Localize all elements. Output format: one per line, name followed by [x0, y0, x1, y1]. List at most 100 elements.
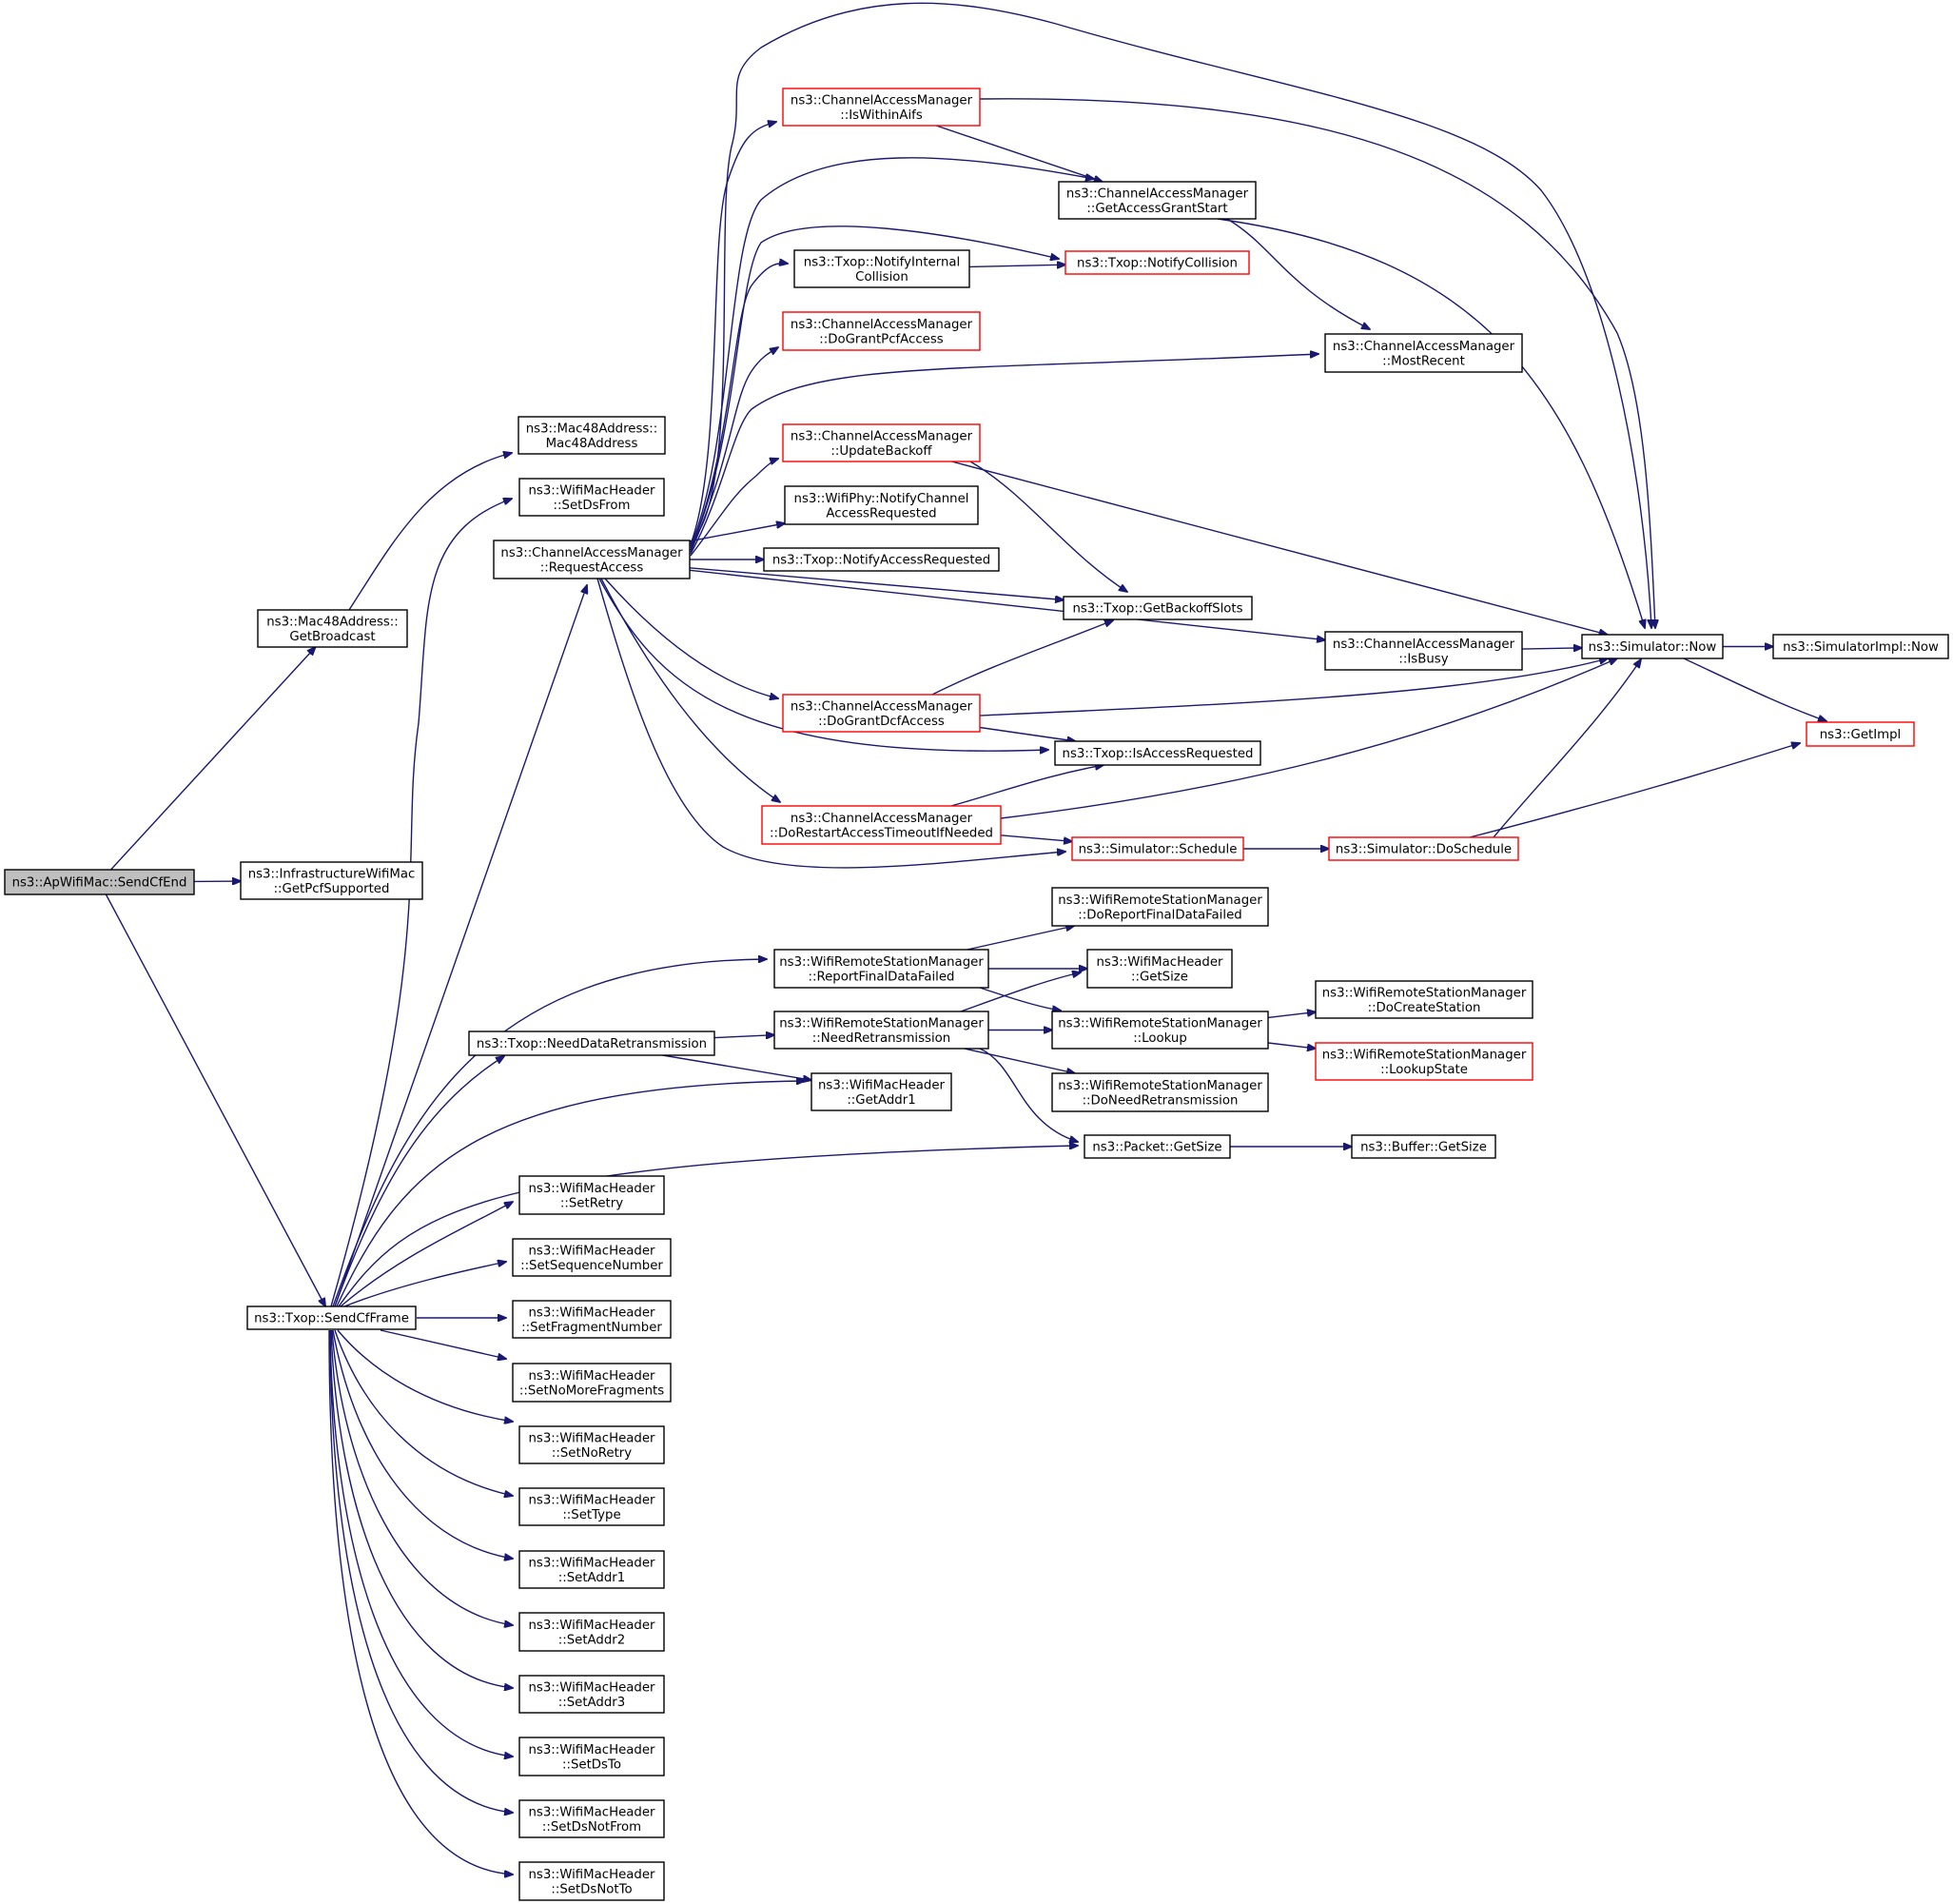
node-sendcfend[interactable]: ns3::ApWifiMac::SendCfEnd	[4, 869, 195, 895]
node-notifychannel[interactable]: ns3::WifiPhy::NotifyChannelAccessRequest…	[784, 485, 979, 525]
node-updatebackoff[interactable]: ns3::ChannelAccessManager::UpdateBackoff	[782, 423, 981, 462]
node-doschedule[interactable]: ns3::Simulator::DoSchedule	[1328, 836, 1519, 861]
node-needretx[interactable]: ns3::WifiRemoteStationManager::NeedRetra…	[773, 1011, 989, 1050]
node-label: ns3::ChannelAccessManager	[791, 318, 973, 332]
node-getaddr1[interactable]: ns3::WifiMacHeader::GetAddr1	[810, 1072, 952, 1111]
node-pktgetsize[interactable]: ns3::Packet::GetSize	[1084, 1134, 1231, 1159]
node-now[interactable]: ns3::Simulator::Now	[1581, 634, 1724, 659]
node-box	[518, 1487, 665, 1526]
node-sendcfframe[interactable]: ns3::Txop::SendCfFrame	[246, 1305, 417, 1330]
edge-sendcfframe-to-setseq	[343, 1262, 506, 1307]
node-box	[1064, 250, 1250, 275]
node-label: ::UpdateBackoff	[830, 444, 932, 459]
node-box	[518, 1799, 665, 1838]
node-label: Mac48Address	[546, 437, 638, 451]
edge-sendcfframe-to-setretry	[340, 1202, 513, 1307]
edge-requestaccess-to-notifychannel	[689, 523, 785, 542]
edge-needretx-to-pktgetsize	[979, 1048, 1078, 1142]
node-isaccessrequested[interactable]: ns3::Txop::IsAccessRequested	[1054, 740, 1261, 766]
node-setdsnotto[interactable]: ns3::WifiMacHeader::SetDsNotTo	[518, 1861, 665, 1901]
node-requestaccess[interactable]: ns3::ChannelAccessManager::RequestAccess	[493, 540, 691, 579]
node-notifycollision[interactable]: ns3::Txop::NotifyCollision	[1064, 250, 1250, 275]
node-label: ns3::WifiMacHeader	[528, 1431, 655, 1445]
node-label: ::GetPcfSupported	[274, 882, 390, 896]
node-setaddr3[interactable]: ns3::WifiMacHeader::SetAddr3	[518, 1675, 665, 1714]
node-box	[782, 423, 981, 462]
node-getpcf[interactable]: ns3::InfrastructureWifiMac::GetPcfSuppor…	[240, 861, 423, 900]
node-box	[1581, 634, 1724, 659]
node-setseq[interactable]: ns3::WifiMacHeader::SetSequenceNumber	[512, 1238, 672, 1277]
node-getbackoffslots[interactable]: ns3::Txop::GetBackoffSlots	[1063, 596, 1253, 620]
node-label: ns3::WifiRemoteStationManager	[779, 1016, 984, 1031]
node-label: ::SetSequenceNumber	[520, 1259, 663, 1273]
edge-sendcfframe-to-pktgetsize	[338, 1146, 1078, 1307]
node-needdataretx[interactable]: ns3::Txop::NeedDataRetransmission	[468, 1031, 715, 1056]
edge-getaccessgrant-to-mostrecent	[1226, 218, 1370, 329]
node-label: ns3::ChannelAccessManager	[1333, 638, 1515, 652]
edge-needdataretx-to-needretx	[713, 1035, 774, 1038]
node-box	[1328, 836, 1519, 861]
node-lookup[interactable]: ns3::WifiRemoteStationManager::Lookup	[1051, 1011, 1269, 1050]
edge-now-to-getimpl	[1683, 658, 1826, 721]
node-lookupstate[interactable]: ns3::WifiRemoteStationManager::LookupSta…	[1315, 1042, 1533, 1081]
node-mac48[interactable]: ns3::Mac48Address::Mac48Address	[518, 416, 666, 455]
node-label: ::ReportFinalDataFailed	[808, 970, 954, 984]
node-mostrecent[interactable]: ns3::ChannelAccessManager::MostRecent	[1324, 333, 1523, 373]
node-box	[1315, 1042, 1533, 1081]
node-label: ns3::WifiMacHeader	[528, 1868, 655, 1882]
edge-doschedule-to-getimpl	[1469, 743, 1800, 838]
edge-sendcfframe-to-setdsnotto	[328, 1329, 513, 1875]
node-setdsnotfrom[interactable]: ns3::WifiMacHeader::SetDsNotFrom	[518, 1799, 665, 1838]
edge-reportfinal-to-doreportfinal	[967, 926, 1075, 951]
node-label: ::SetAddr2	[558, 1633, 625, 1647]
node-getaccessgrant[interactable]: ns3::ChannelAccessManager::GetAccessGran…	[1058, 181, 1257, 220]
nodes-layer: ns3::ApWifiMac::SendCfEnd ns3::Mac48Addre…	[4, 88, 1949, 1901]
node-doreportfinal[interactable]: ns3::WifiRemoteStationManager::DoReportF…	[1051, 887, 1269, 927]
node-setnomorefrag[interactable]: ns3::WifiMacHeader::SetNoMoreFragments	[512, 1363, 672, 1403]
node-setaddr1[interactable]: ns3::WifiMacHeader::SetAddr1	[518, 1550, 665, 1589]
node-label: ::IsBusy	[1398, 652, 1448, 666]
node-hdrgetsize[interactable]: ns3::WifiMacHeader::GetSize	[1086, 949, 1233, 989]
node-notifyaccess[interactable]: ns3::Txop::NotifyAccessRequested	[763, 547, 1000, 572]
node-label: ns3::ApWifiMac::SendCfEnd	[12, 876, 187, 891]
node-label: ns3::WifiRemoteStationManager	[1058, 893, 1262, 908]
node-dorestart[interactable]: ns3::ChannelAccessManager::DoRestartAcce…	[761, 805, 1002, 845]
node-label: ::LookupState	[1380, 1063, 1468, 1077]
node-isbusy[interactable]: ns3::ChannelAccessManager::IsBusy	[1324, 631, 1523, 671]
node-schedule[interactable]: ns3::Simulator::Schedule	[1071, 836, 1244, 861]
node-settype[interactable]: ns3::WifiMacHeader::SetType	[518, 1487, 665, 1526]
node-setretry[interactable]: ns3::WifiMacHeader::SetRetry	[518, 1175, 665, 1215]
edge-getaccessgrant-to-now	[1217, 218, 1645, 628]
node-label: ns3::WifiMacHeader	[528, 1680, 655, 1695]
node-dogrant_pcf[interactable]: ns3::ChannelAccessManager::DoGrantPcfAcc…	[782, 311, 981, 351]
node-getbroadcast[interactable]: ns3::Mac48Address::GetBroadcast	[257, 609, 408, 648]
node-label: ns3::WifiMacHeader	[1096, 955, 1223, 970]
node-implnow[interactable]: ns3::SimulatorImpl::Now	[1772, 634, 1949, 659]
node-box	[518, 1175, 665, 1215]
node-setdsto[interactable]: ns3::WifiMacHeader::SetDsTo	[518, 1737, 665, 1776]
node-dogrant_dcf[interactable]: ns3::ChannelAccessManager::DoGrantDcfAcc…	[782, 694, 981, 733]
node-box	[518, 1612, 665, 1652]
node-setaddr2[interactable]: ns3::WifiMacHeader::SetAddr2	[518, 1612, 665, 1652]
node-label: ns3::Mac48Address::	[526, 422, 658, 436]
node-label: ns3::WifiRemoteStationManager	[1058, 1016, 1262, 1031]
node-docreatestation[interactable]: ns3::WifiRemoteStationManager::DoCreateS…	[1315, 980, 1533, 1019]
node-iswithinaifs[interactable]: ns3::ChannelAccessManager::IsWithinAifs	[782, 88, 981, 127]
node-label: ns3::GetImpl	[1820, 728, 1901, 742]
node-box	[518, 1550, 665, 1589]
node-label: ::DoGrantDcfAccess	[818, 715, 945, 729]
node-setnoretry[interactable]: ns3::WifiMacHeader::SetNoRetry	[518, 1425, 665, 1464]
node-setdsfrom[interactable]: ns3::WifiMacHeader::SetDsFrom	[518, 478, 665, 517]
node-getimpl[interactable]: ns3::GetImpl	[1806, 721, 1915, 747]
edge-sendcfframe-to-reportfinal	[332, 959, 767, 1307]
node-reportfinal[interactable]: ns3::WifiRemoteStationManager::ReportFin…	[773, 949, 989, 989]
node-doneedretx[interactable]: ns3::WifiRemoteStationManager::DoNeedRet…	[1051, 1072, 1269, 1112]
node-label: ns3::WifiMacHeader	[528, 1619, 655, 1633]
edge-lookup-to-docreatestation	[1267, 1012, 1316, 1019]
node-setfrag[interactable]: ns3::WifiMacHeader::SetFragmentNumber	[512, 1300, 672, 1339]
node-label: ns3::WifiRemoteStationManager	[1058, 1079, 1262, 1093]
node-label: ::SetDsTo	[562, 1757, 621, 1772]
node-buffergetsize[interactable]: ns3::Buffer::GetSize	[1351, 1134, 1496, 1159]
node-label: ::SetRetry	[560, 1196, 623, 1210]
